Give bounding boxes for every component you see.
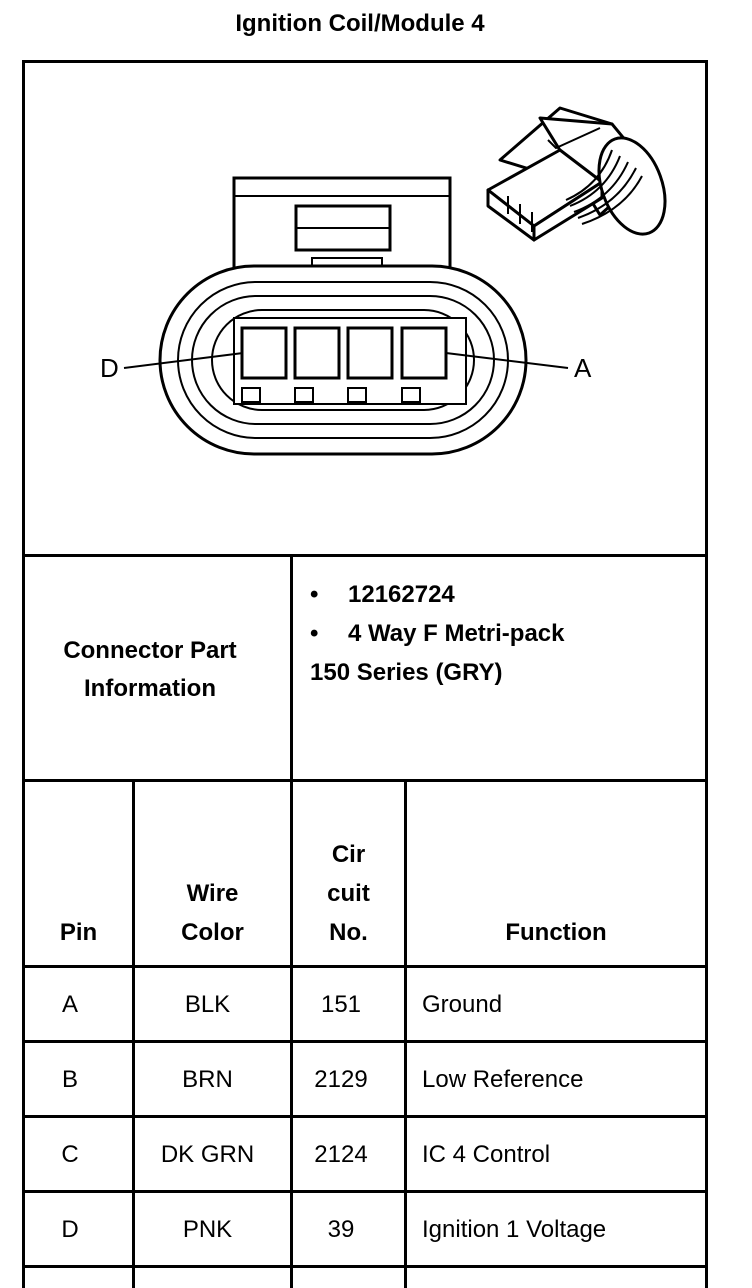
connector-part-info-label: Connector Part Information [25, 632, 275, 708]
header-pin: Pin [59, 919, 98, 946]
cell-function: Ground [422, 991, 503, 1018]
divider-col-pin [132, 779, 135, 1288]
header-circuit-no: Cir cuit No. [327, 841, 370, 946]
bullet-icon: • [310, 581, 319, 608]
connector-table-frame [22, 60, 708, 1288]
divider-diagram [22, 554, 708, 557]
connector-part-label-line2: Information [84, 675, 216, 702]
terminal-d [240, 326, 288, 380]
cell-pin: C [61, 1141, 79, 1168]
connector-type-item: • 4 Way F Metri-pack [310, 614, 565, 653]
divider-col-color [290, 779, 293, 1288]
cell-circuit: 39 [327, 1216, 355, 1243]
header-wire-color: Wire Color [181, 880, 244, 946]
cell-function: Low Reference [422, 1066, 584, 1093]
cell-color: PNK [182, 1216, 233, 1243]
cell-pin: A [61, 991, 78, 1018]
divider-row-b [22, 1115, 708, 1118]
connector-series: 150 Series (GRY) [310, 659, 503, 686]
page-title: Ignition Coil/Module 4 [235, 10, 485, 37]
divider-col-circuit [404, 779, 407, 1288]
terminal-c [293, 326, 341, 380]
cell-circuit: 2129 [314, 1066, 368, 1093]
divider-row-a [22, 1040, 708, 1043]
cell-color: BLK [184, 991, 231, 1018]
cell-circuit: 2124 [314, 1141, 368, 1168]
connector-part-label-line1: Connector Part [63, 637, 237, 664]
cell-pin: B [61, 1066, 78, 1093]
header-function: Function [505, 919, 607, 946]
connector-part-info-values: • 12162724 • 4 Way F Metri-pack 150 Series… [310, 575, 565, 692]
pin-label-d: D [100, 353, 119, 383]
connector-type: 4 Way F Metri-pack [348, 620, 565, 647]
divider-info [22, 779, 708, 782]
cell-color: DK GRN [160, 1141, 255, 1168]
divider-row-c [22, 1190, 708, 1193]
terminal-b [346, 326, 394, 380]
cell-color: BRN [182, 1066, 233, 1093]
part-number: 12162724 [348, 581, 455, 608]
cell-function: IC 4 Control [422, 1141, 551, 1168]
divider-info-column [290, 554, 293, 782]
part-number-item: • 12162724 [310, 575, 565, 614]
divider-row-d [22, 1265, 708, 1268]
connector-diagram [123, 106, 667, 456]
terminal-a [400, 326, 448, 380]
connector-isometric [486, 106, 667, 242]
cell-circuit: 151 [320, 991, 362, 1018]
pin-label-a: A [574, 353, 592, 383]
cell-pin: D [61, 1216, 79, 1243]
divider-header [22, 965, 708, 968]
bullet-icon: • [310, 620, 319, 647]
cell-function: Ignition 1 Voltage [422, 1216, 607, 1243]
